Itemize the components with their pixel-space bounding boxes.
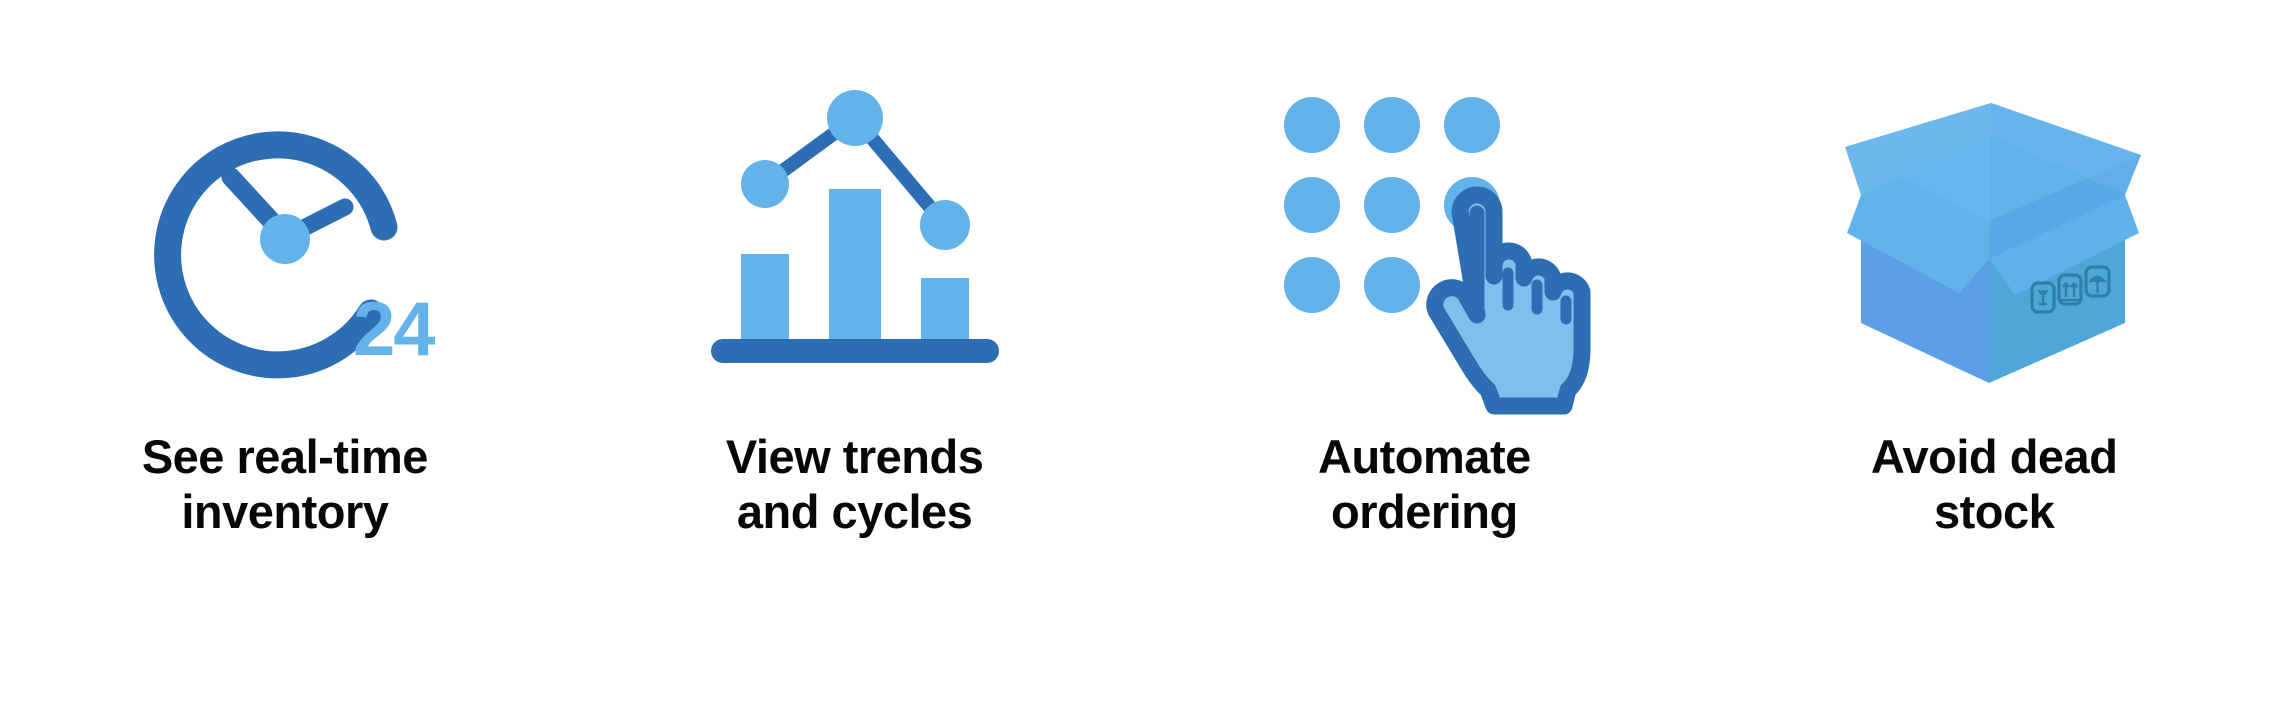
shipping-symbols-group — [2030, 265, 2111, 314]
feature-label-view-trends-and-cycles: View trends and cycles — [725, 430, 984, 538]
feature-item-avoid-dead-stock: Avoid dead stock — [1709, 0, 2279, 705]
clock-24-icon-wrapper: 24 — [85, 52, 485, 422]
feature-item-automate-ordering: Automate ordering — [1140, 0, 1710, 705]
dot-grid-tap-hand-icon-wrapper — [1224, 52, 1624, 422]
clock-center-dot — [259, 214, 310, 264]
clock-24-badge-text: 24 — [353, 287, 435, 372]
feature-item-view-trends-and-cycles: View trends and cycles — [570, 0, 1140, 705]
pointing-hand-cursor — [1426, 186, 1591, 415]
chart-point-1 — [740, 160, 789, 208]
open-cardboard-box-icon-wrapper — [1794, 52, 2194, 422]
feature-label-see-real-time-inventory: See real-time inventory — [141, 430, 429, 538]
grid-dot-5 — [1364, 177, 1421, 233]
clock-ring-arc — [154, 131, 398, 379]
grid-dot-3 — [1444, 97, 1501, 153]
keep-dry-umbrella-symbol — [2084, 265, 2111, 298]
chart-point-2 — [826, 90, 883, 146]
open-cardboard-box-icon — [1845, 103, 2142, 383]
bar-chart-trend-icon — [710, 90, 999, 363]
clock-24-icon: 24 — [154, 131, 437, 379]
grid-dot-4 — [1284, 177, 1341, 233]
box-lid-overlay — [1845, 103, 2142, 221]
dot-grid-tap-hand-icon — [1284, 97, 1591, 415]
chart-point-3 — [919, 200, 970, 250]
chart-bar-1 — [740, 254, 789, 340]
box-flap-front-right — [1989, 195, 2140, 295]
box-flap-front-left — [1847, 195, 1990, 293]
feature-item-see-real-time-inventory: 24 See real-time inventory — [0, 0, 570, 705]
chart-bar-3 — [920, 278, 969, 340]
grid-dot-7 — [1284, 257, 1341, 313]
feature-label-avoid-dead-stock: Avoid dead stock — [1870, 430, 2118, 538]
grid-dot-2 — [1364, 97, 1421, 153]
feature-label-automate-ordering: Automate ordering — [1318, 430, 1531, 538]
chart-bar-2 — [828, 189, 881, 340]
this-way-up-symbol — [2057, 273, 2083, 306]
grid-dot-8 — [1364, 257, 1421, 313]
chart-baseline-bar — [710, 339, 999, 363]
bar-chart-trend-icon-wrapper — [655, 52, 1055, 422]
grid-dot-1 — [1284, 97, 1341, 153]
fragile-glass-symbol — [2030, 281, 2056, 314]
